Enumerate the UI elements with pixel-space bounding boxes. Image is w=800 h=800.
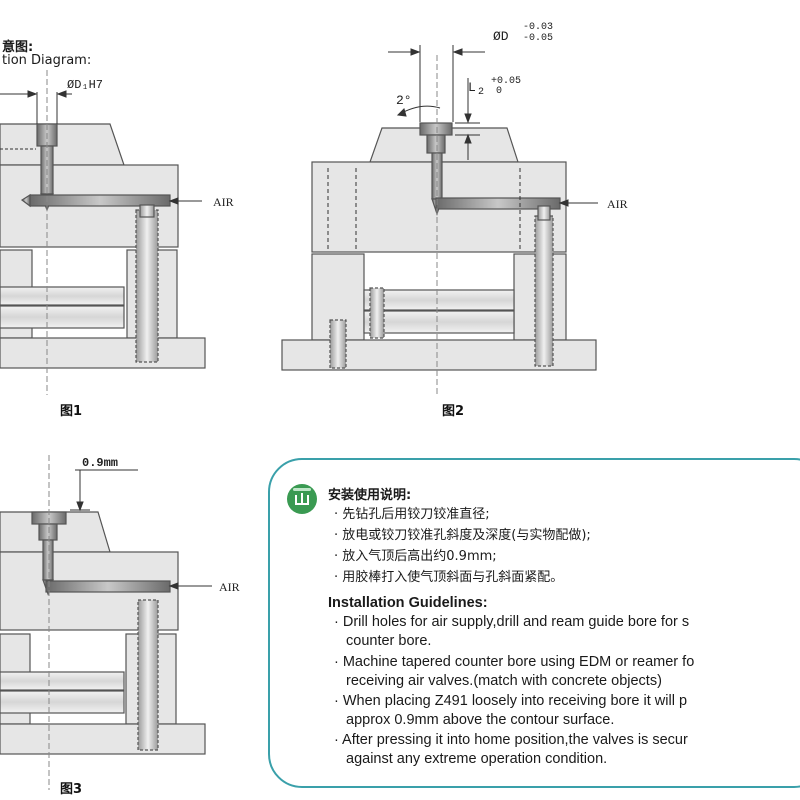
fig2-bolt-right xyxy=(534,215,554,367)
figure-2 xyxy=(281,122,597,371)
fig2-dim-l-tol-upper: +0.05 xyxy=(491,76,521,87)
fig2-bolt-left xyxy=(329,319,347,369)
fig2-dim-d-tol-upper: -0.03 xyxy=(523,22,553,33)
fig1-air-label: AIR xyxy=(213,195,234,209)
fig3-bolt xyxy=(137,599,159,751)
fig2-dim-d: ØD xyxy=(493,29,509,44)
guideline-cn-item: · 用胶棒打入使气顶斜面与孔斜面紧配。 xyxy=(334,570,564,585)
fig3-air-label: AIR xyxy=(219,580,240,594)
fig2-dim-l-tol-lower: 0 xyxy=(496,86,502,97)
installation-guidelines-panel xyxy=(268,458,800,788)
fig1-ejector-plate-2 xyxy=(0,305,125,329)
fig1-core-plate xyxy=(0,123,125,166)
guideline-en-line: · After pressing it into home position,t… xyxy=(334,732,688,748)
diagram-title-cn: 意图: xyxy=(2,40,34,55)
guidelines-title-en: Installation Guidelines: xyxy=(328,595,488,611)
figure-1 xyxy=(0,123,206,369)
figure-2-label: 图2 xyxy=(442,404,465,419)
diagram-title-en: tion Diagram: xyxy=(2,53,92,68)
guideline-en-line: · Machine tapered counter bore using EDM… xyxy=(334,654,695,670)
fig2-dim-l-sub: 2 xyxy=(478,87,484,98)
fig2-angle: 2° xyxy=(396,93,412,108)
fig2-ejector-pin xyxy=(369,287,385,339)
fig2-ejector-plate-2 xyxy=(363,310,515,334)
figure-3 xyxy=(0,511,206,755)
guideline-cn-item: · 先钻孔后用铰刀铰准直径; xyxy=(334,507,490,522)
guideline-en-line: counter bore. xyxy=(346,633,432,649)
fig1-base-plate xyxy=(0,337,206,369)
fig2-air-label: AIR xyxy=(607,197,628,211)
fig3-air-channel xyxy=(45,580,171,593)
fig2-ejector-plate-1 xyxy=(363,289,515,311)
fig1-air-channel xyxy=(29,194,171,207)
fig3-ejector-plate-1 xyxy=(0,671,125,691)
fig1-bolt xyxy=(135,209,159,363)
fig2-air-valve-head xyxy=(419,122,453,136)
fig2-dim-d-tol-lower: -0.05 xyxy=(523,33,553,44)
figure-1-label: 图1 xyxy=(60,404,83,419)
fig1-ejector-plate-1 xyxy=(0,286,125,306)
guideline-en-line: · Drill holes for air supply,drill and r… xyxy=(334,614,690,630)
figure-3-label: 图3 xyxy=(60,782,83,797)
guideline-en-line: approx 0.9mm above the contour surface. xyxy=(346,712,615,728)
fig3-ejector-plate-2 xyxy=(0,690,125,714)
guideline-en-line: receiving air valves.(match with concret… xyxy=(346,673,662,689)
fig3-base-plate xyxy=(0,723,206,755)
fig1-dim-top: ØD₁H7 xyxy=(67,78,103,92)
guideline-en-line: · When placing Z491 loosely into receivi… xyxy=(334,693,688,709)
guideline-cn-item: · 放入气顶后高出约0.9mm; xyxy=(334,549,497,564)
fig2-dim-l: L xyxy=(468,80,476,95)
guidelines-title-cn: 安装使用说明: xyxy=(328,488,412,503)
guideline-cn-item: · 放电或铰刀铰准孔斜度及深度(与实物配做); xyxy=(334,528,591,543)
guideline-en-line: against any extreme operation condition. xyxy=(346,751,608,767)
fig3-dim-height: 0.9mm xyxy=(82,456,118,470)
book-icon xyxy=(287,484,317,514)
